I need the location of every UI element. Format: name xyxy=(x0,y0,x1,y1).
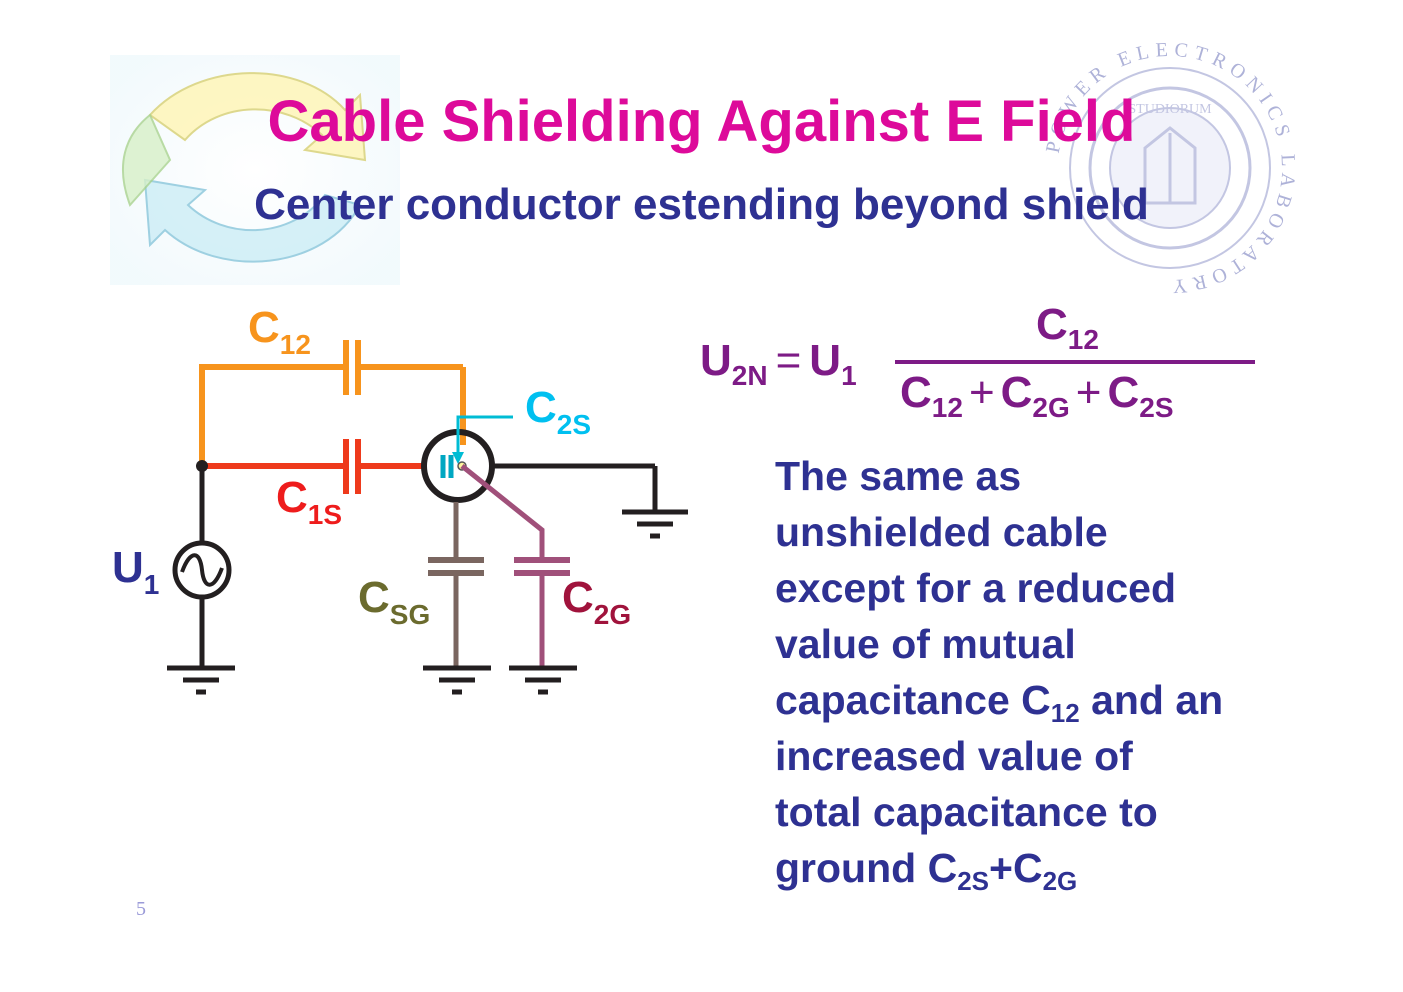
fraction-bar xyxy=(895,360,1255,364)
desc-line-4: value of mutual xyxy=(775,621,1076,667)
u1-label: U1 xyxy=(112,543,159,600)
desc-line-7: total capacitance to xyxy=(775,789,1158,835)
c2s-lead xyxy=(456,415,513,458)
ground-icon xyxy=(167,665,235,695)
csg-label: CSG xyxy=(358,573,430,630)
ground-icon xyxy=(423,665,491,695)
c2g-label: C2G xyxy=(562,573,631,630)
c2g-wire-top xyxy=(460,464,545,558)
circuit-diagram: C12 C1S C2S CSG C2G U1 xyxy=(112,303,688,695)
formula-numerator: C12 xyxy=(1036,300,1099,355)
desc-line-6: increased value of xyxy=(775,733,1133,779)
desc-line-2: unshielded cable xyxy=(775,509,1108,555)
page-number: 5 xyxy=(136,898,146,920)
desc-line-1: The same as xyxy=(775,453,1022,499)
ground-icon xyxy=(509,665,577,695)
seal-inner-text: STUDIORUM xyxy=(1128,102,1212,117)
formula-lhs: U2N=U1 xyxy=(700,336,857,391)
c2s-arrow-icon xyxy=(452,452,464,464)
c12-wire xyxy=(199,364,344,466)
description-text: The same as unshielded cable except for … xyxy=(775,448,1335,896)
university-seal-icon: POWER ELECTRONICS LABORATORY STUDIORUM xyxy=(1042,39,1293,298)
junction-dot xyxy=(196,460,208,472)
sine-wave-icon xyxy=(180,553,224,587)
formula-denominator: C12+C2G+C2S xyxy=(900,368,1174,423)
c1s-label: C1S xyxy=(276,473,342,530)
desc-line-5: capacitance C12 and an xyxy=(775,677,1224,728)
slide-title: Cable Shielding Against E Field xyxy=(267,89,1136,154)
c12-label: C12 xyxy=(248,303,311,360)
desc-line-8: ground C2S+C2G xyxy=(775,845,1078,896)
noise-voltage-formula: U2N=U1 C12 C12+C2G+C2S xyxy=(700,300,1280,440)
ground-icon xyxy=(622,509,688,539)
slide-subtitle: Center conductor estending beyond shield xyxy=(254,180,1149,229)
c2s-label: C2S xyxy=(525,383,591,440)
desc-line-3: except for a reduced xyxy=(775,565,1177,611)
cycle-arrows-logo-icon xyxy=(110,55,400,285)
